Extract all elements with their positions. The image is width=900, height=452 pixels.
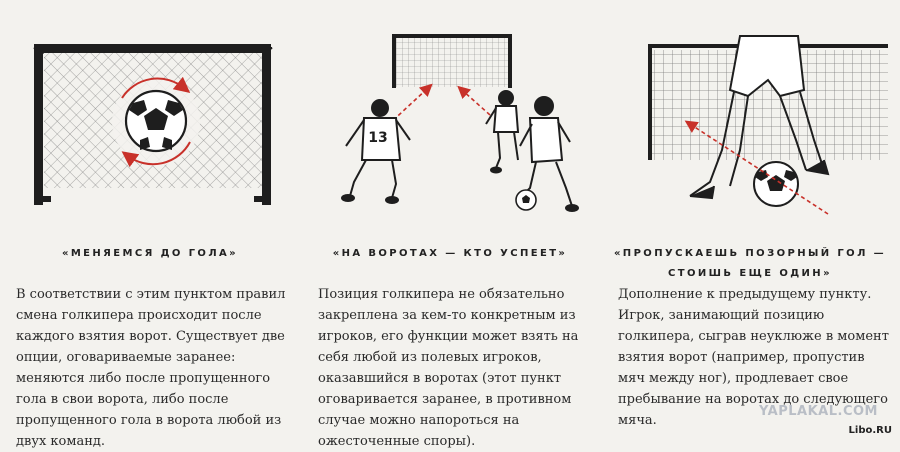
column-1-text: В соответствии с этим пунктом правил сме… — [16, 287, 286, 449]
small-goal — [392, 34, 512, 88]
rotation-arrows-icon — [121, 76, 191, 168]
soccer-ball-icon — [753, 161, 799, 207]
soccer-ball-icon — [515, 189, 537, 211]
goal-frame — [34, 44, 271, 205]
watermark-source: Libo.RU — [848, 425, 892, 436]
goal-rotation-illustration — [33, 44, 273, 205]
player-2-figure — [485, 90, 520, 174]
column-2-heading: «НА ВОРОТАХ — КТО УСПЕЕТ» — [332, 248, 568, 259]
run-arrows-icon — [387, 83, 491, 126]
column-2: 13 «НА ВОРОТАХ — КТО УСПЕЕТ» Позиция гол… — [300, 0, 600, 449]
column-3-text: Дополнение к предыдущему пункту. Игрок, … — [618, 287, 889, 428]
column-3-heading: «ПРОПУСКАЕШЬ ПОЗОРНЫЙ ГОЛ — СТОИШЬ ЕЩЕ О… — [613, 248, 887, 279]
player-number: 13 — [368, 130, 387, 146]
column-3: «ПРОПУСКАЕШЬ ПОЗОРНЫЙ ГОЛ — СТОИШЬ ЕЩЕ О… — [600, 0, 900, 445]
player-3-figure — [519, 96, 579, 212]
column-1-heading: «МЕНЯЕМСЯ ДО ГОЛА» — [61, 248, 239, 259]
goalkeeper-legs-figure — [689, 35, 830, 200]
embarrassing-goal-illustration — [648, 35, 888, 215]
player-13-figure: 13 — [341, 99, 411, 204]
column-1: «МЕНЯЕМСЯ ДО ГОЛА» В соответствии с этим… — [0, 0, 300, 449]
soccer-ball-icon — [124, 89, 188, 153]
who-is-first-illustration: 13 — [341, 34, 579, 212]
column-2-text: Позиция голкипера не обязательно закрепл… — [318, 287, 579, 449]
watermark-site: YAPLAKAL.COM — [759, 404, 878, 419]
